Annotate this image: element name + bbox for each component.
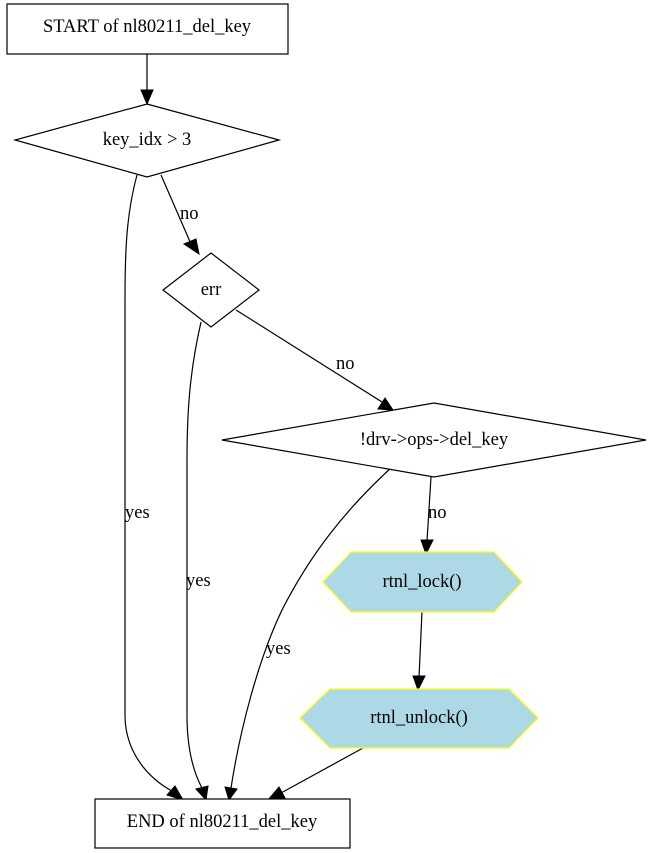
- edge-label-del-key-yes: yes: [266, 639, 291, 659]
- call-rtnl-lock-label: rtnl_lock(): [382, 572, 461, 592]
- call-rtnl-unlock: rtnl_unlock(): [299, 688, 539, 749]
- edge-del-key-no: no: [420, 476, 447, 556]
- start-node: START of nl80211_del_key: [6, 3, 289, 55]
- decision-del-key-label: !drv->ops->del_key: [360, 430, 509, 450]
- edge-key-idx-yes: yes: [124, 174, 185, 801]
- edge-err-no: no: [235, 309, 394, 411]
- decision-err: err: [162, 252, 260, 328]
- edge-label-err-no: no: [336, 354, 355, 374]
- edge-err-yes: yes: [186, 321, 211, 802]
- edge-lock-to-unlock: [412, 611, 426, 692]
- decision-err-label: err: [201, 280, 222, 300]
- end-node: END of nl80211_del_key: [94, 798, 351, 849]
- call-rtnl-lock: rtnl_lock(): [322, 551, 523, 613]
- decision-key-idx-label: key_idx > 3: [103, 130, 192, 150]
- decision-key-idx: key_idx > 3: [12, 103, 282, 178]
- edge-del-key-yes: yes: [224, 466, 393, 802]
- edge-label-err-yes: yes: [186, 571, 211, 591]
- edge-label-key-idx-yes: yes: [125, 503, 150, 523]
- end-node-label: END of nl80211_del_key: [127, 812, 318, 832]
- edge-key-idx-no: no: [160, 174, 200, 256]
- edge-unlock-to-end: [266, 747, 364, 801]
- edge-start-to-key-idx: [140, 54, 154, 106]
- decision-del-key: !drv->ops->del_key: [221, 402, 647, 478]
- call-rtnl-unlock-label: rtnl_unlock(): [370, 708, 468, 728]
- edge-label-del-key-no: no: [428, 503, 447, 523]
- edge-label-key-idx-no: no: [180, 204, 199, 224]
- start-node-label: START of nl80211_del_key: [43, 17, 252, 37]
